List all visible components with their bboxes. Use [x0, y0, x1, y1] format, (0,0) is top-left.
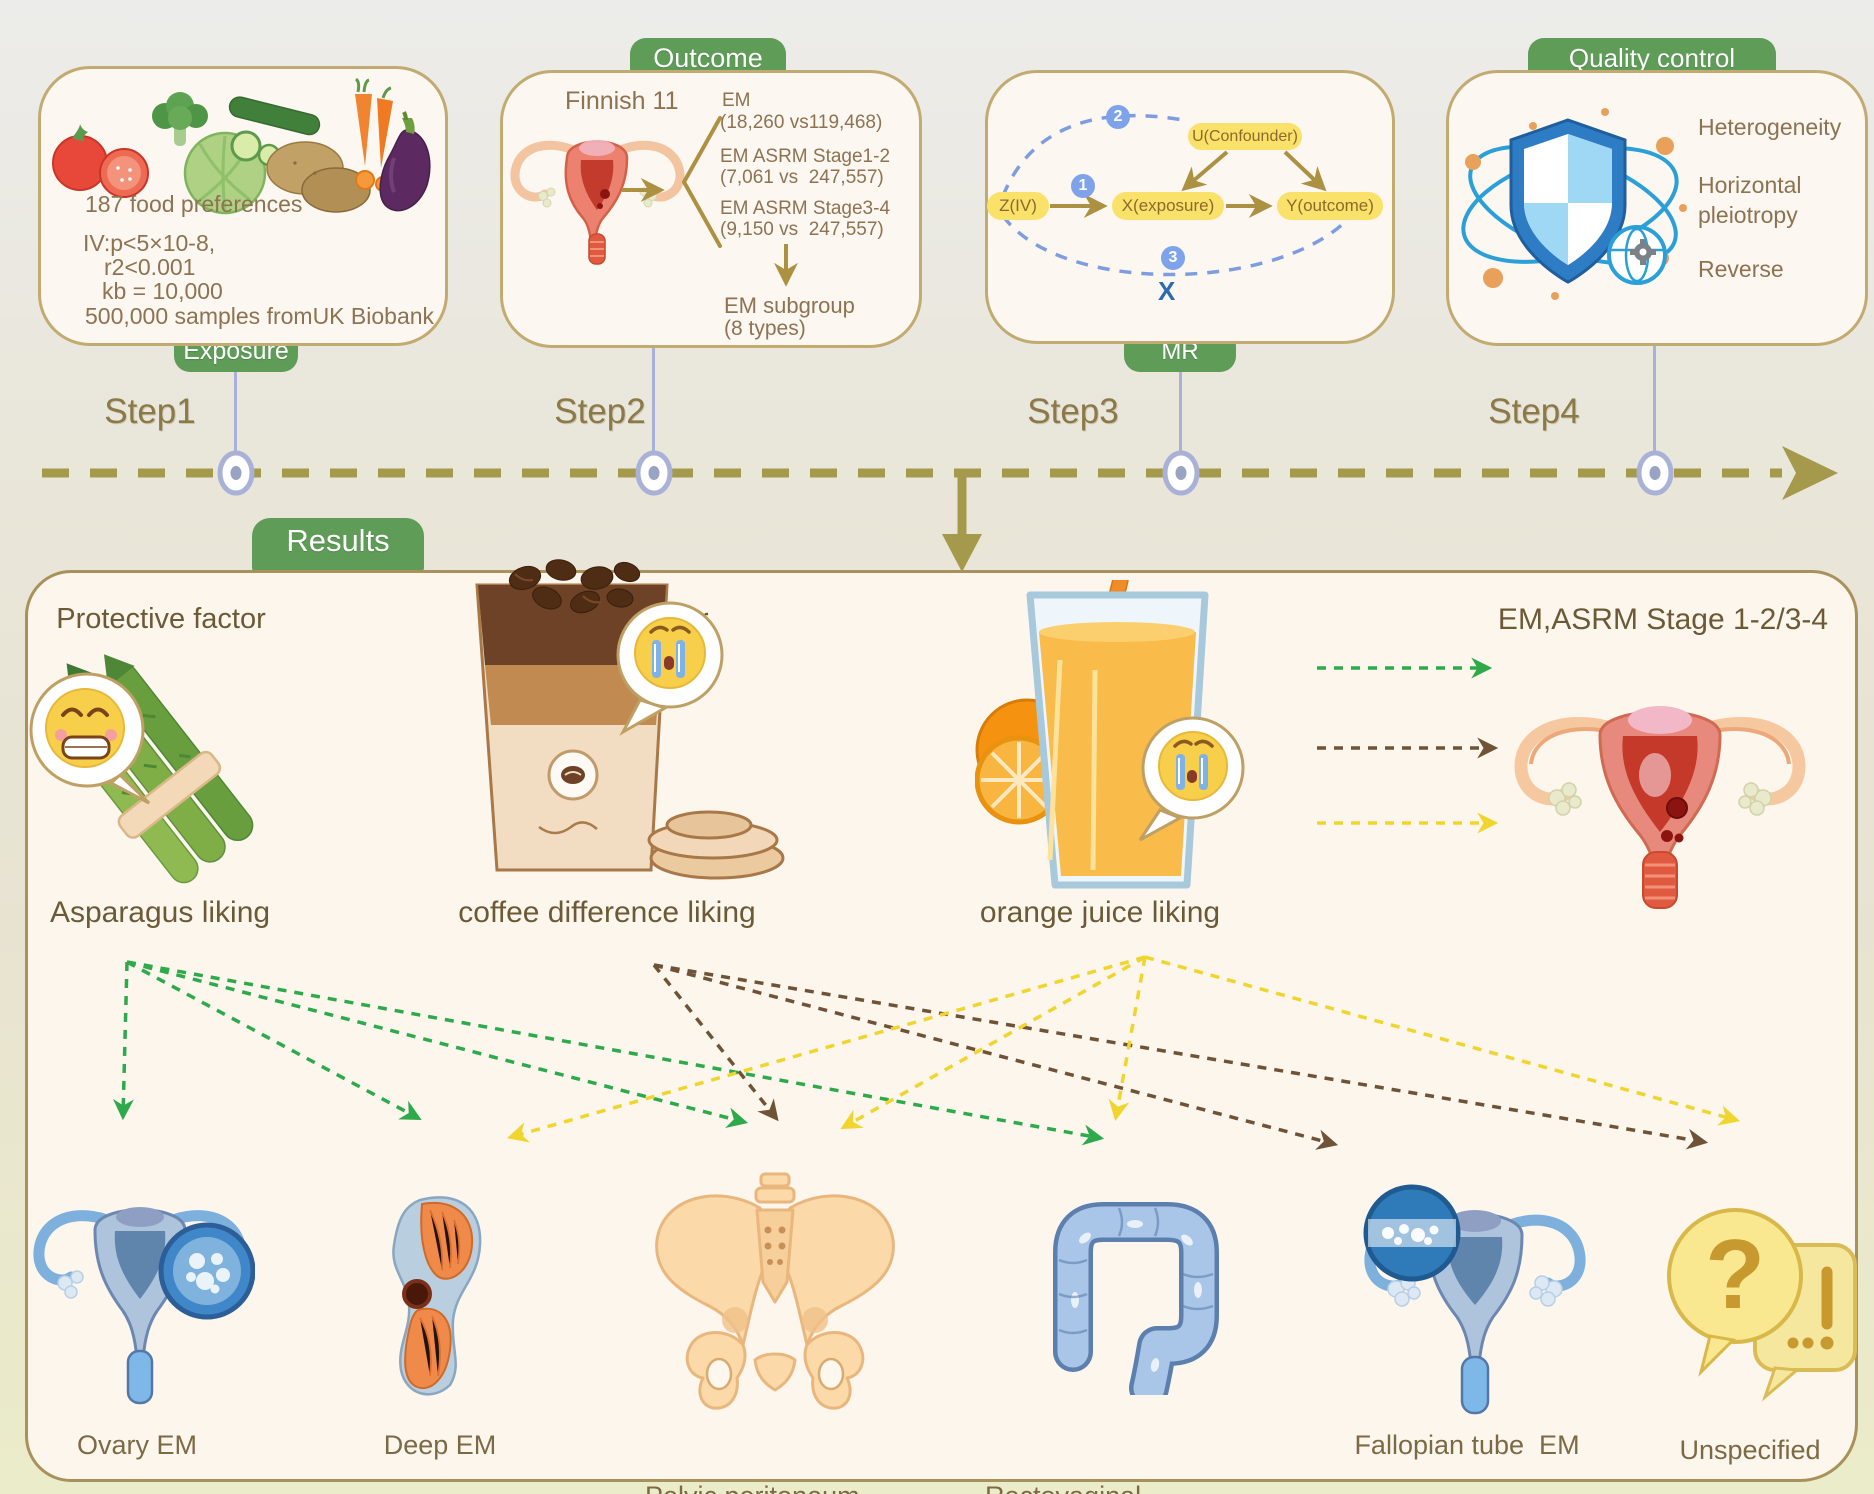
caption-unspecified: Unspecified: [1679, 1435, 1821, 1465]
deep-em-illustration: [392, 1196, 482, 1396]
step2-outcome-0-name: EM: [722, 90, 751, 111]
heading-em-asrm-stage: EM,ASRM Stage 1-2/3-4: [1497, 603, 1829, 636]
results-badge: Results: [252, 518, 424, 572]
step2-outcome-2-name: EM ASRM Stage3-4: [720, 198, 891, 219]
step2-outcome-1-name: EM ASRM Stage1-2: [720, 146, 891, 167]
caption-deep-em: Deep EM: [383, 1430, 497, 1460]
caption-orange-juice: orange juice liking: [979, 896, 1221, 929]
caption-asparagus: Asparagus liking: [49, 896, 271, 929]
step4-item-2: Reverse: [1698, 256, 1784, 282]
coffee-illustration: [475, 559, 785, 880]
step2-outcome-2-n: (9,150 vs 247,557): [720, 219, 884, 240]
step4-connector: [1653, 340, 1656, 453]
step2-label: Step2: [554, 392, 646, 431]
step4-item-1: Horizontal pleiotropy: [1698, 172, 1802, 228]
caption-pelvic-peritoneum-em: Pelvic peritoneum EM: [645, 1414, 860, 1494]
caption-rectovaginal-em: Rectovaginal septum and vagina EM: [985, 1414, 1269, 1494]
shield-quality-icon: [1461, 108, 1687, 300]
mr-dag-illustration: [1001, 113, 1347, 277]
step2-subgroup-n: (8 types): [724, 317, 806, 340]
crying-emoji-bubble-icon: [616, 601, 724, 736]
step1-line-0: 187 food preferences: [85, 191, 303, 217]
mr-assumption-2: 2: [1106, 105, 1130, 129]
step3-label: Step3: [1027, 392, 1119, 431]
fallopian-tube-em-illustration: [1363, 1184, 1586, 1415]
step2-box: [500, 70, 922, 348]
vegetables-illustration: [52, 78, 431, 215]
ovary-em-illustration: [33, 1207, 255, 1405]
step1-connector: [234, 366, 237, 453]
step2-outcome-1-n: (7,061 vs 247,557): [720, 167, 884, 188]
results-down-arrow-icon: [942, 476, 982, 572]
orange-juice-illustration: [975, 580, 1245, 889]
unspecified-illustration: ?: [1667, 1208, 1857, 1402]
uterus-outcome-illustration: [510, 116, 798, 287]
heading-protective-factor: Protective factor: [56, 603, 266, 635]
timeline-arrowhead-icon: [1782, 446, 1838, 500]
caption-ovary-em: Ovary EM: [76, 1430, 198, 1460]
asparagus-illustration: [29, 654, 254, 884]
step1-line-2: r2<0.001: [104, 254, 196, 280]
timeline: [42, 446, 1838, 500]
mr-assumption-1: 1: [1071, 174, 1095, 198]
step2-title: Finnish 11: [565, 87, 679, 115]
uterus-em-stage-illustration: [1514, 706, 1806, 909]
caption-fallopian-tube-em: Fallopian tube EM: [1354, 1430, 1580, 1460]
step2-subgroup: EM subgroup: [724, 293, 855, 318]
mr-node-z: Z(IV): [987, 192, 1049, 220]
mr-node-y: Y(outcome): [1277, 192, 1383, 220]
step2-connector: [652, 342, 655, 453]
step1-label: Step1: [104, 392, 196, 431]
happy-emoji-bubble-icon: [29, 672, 151, 805]
step1-line-3: kb = 10,000: [102, 278, 223, 304]
step2-outcome-0-n: (18,260 vs119,468): [720, 112, 883, 133]
intestine-illustration: [1053, 1202, 1219, 1395]
caption-coffee: coffee difference liking: [458, 896, 756, 929]
mr-cross-mark: X: [1158, 276, 1176, 306]
step1-line-1: IV:p<5×10-8,: [83, 230, 216, 256]
question-mark-glyph: ?: [1705, 1219, 1765, 1329]
timeline-node-icons: [217, 450, 1674, 496]
crying-emoji-bubble-icon: [1138, 716, 1245, 842]
mr-node-u: U(Confounder): [1188, 123, 1302, 150]
pelvis-illustration: [655, 1172, 895, 1410]
step4-label: Step4: [1488, 392, 1580, 431]
step1-line-4: 500,000 samples fromUK Biobank: [85, 303, 435, 329]
mr-assumption-3: 3: [1161, 246, 1185, 270]
step3-connector: [1179, 370, 1182, 453]
step4-item-0: Heterogeneity: [1698, 114, 1842, 140]
mr-node-x: X(exposure): [1112, 192, 1224, 220]
